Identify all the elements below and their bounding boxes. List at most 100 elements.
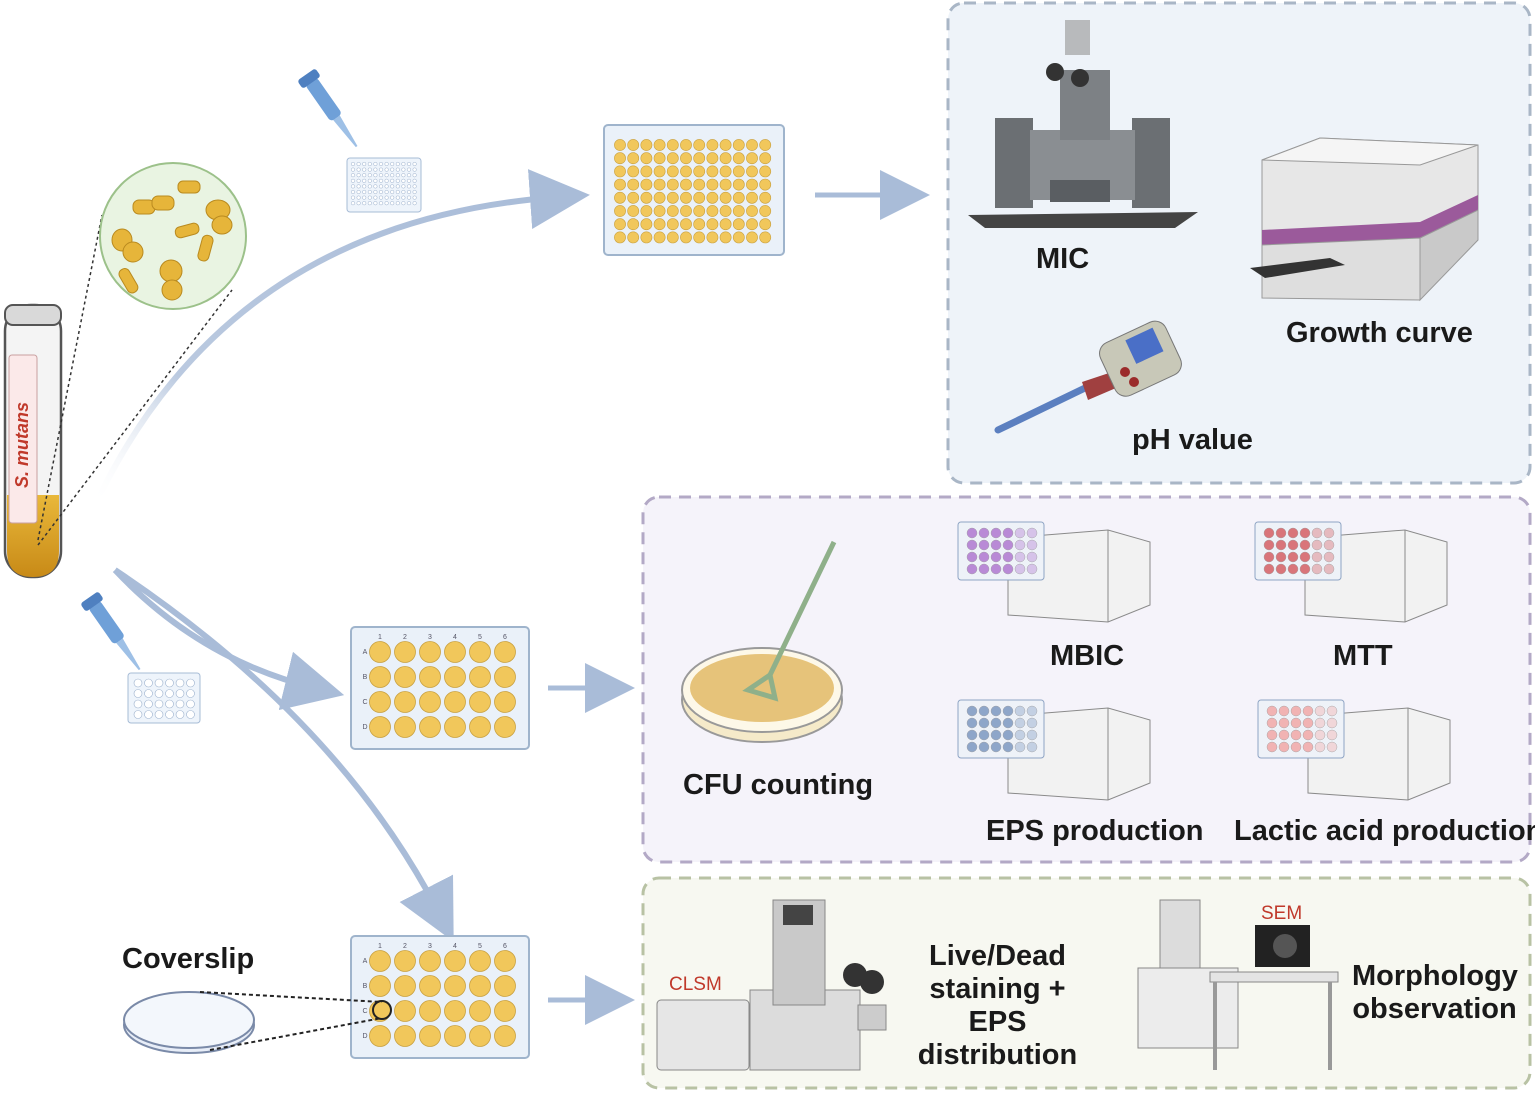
col-number: 4 xyxy=(453,634,457,641)
tube-label-card xyxy=(8,354,38,524)
row-letter: C xyxy=(362,1008,367,1015)
mbic-plate-reader-icon xyxy=(957,521,1151,623)
well xyxy=(759,178,772,191)
well xyxy=(627,152,640,165)
well xyxy=(732,231,745,244)
well xyxy=(469,691,491,713)
well xyxy=(746,178,758,191)
col-number: 2 xyxy=(403,634,407,641)
row-letter: B xyxy=(363,674,368,681)
well xyxy=(640,165,653,178)
well xyxy=(394,1025,416,1047)
well xyxy=(369,950,391,972)
well xyxy=(746,231,758,244)
well xyxy=(640,191,653,204)
label-cfu-counting: CFU counting xyxy=(683,769,874,801)
small-96-plate-icon xyxy=(346,157,422,213)
well xyxy=(369,641,391,663)
well xyxy=(759,165,772,178)
col-number: 2 xyxy=(403,943,407,950)
well xyxy=(653,191,666,204)
well xyxy=(419,1000,441,1022)
sem-microscope-icon xyxy=(1137,899,1339,1070)
well xyxy=(419,975,441,997)
well xyxy=(627,231,640,244)
well xyxy=(759,205,772,217)
well xyxy=(469,1000,491,1022)
well xyxy=(719,139,732,151)
well xyxy=(719,165,732,178)
well xyxy=(444,716,466,738)
mtt-plate-reader-icon xyxy=(1254,521,1448,623)
well xyxy=(732,191,745,204)
eps-plate-reader-icon xyxy=(957,699,1151,801)
well xyxy=(653,152,666,165)
well xyxy=(494,666,516,688)
well xyxy=(719,231,732,244)
coverslip-icon xyxy=(123,991,392,1054)
well xyxy=(746,139,758,151)
label-mtt: MTT xyxy=(1333,640,1393,672)
label-coverslip: Coverslip xyxy=(122,943,255,975)
well xyxy=(680,165,692,178)
well xyxy=(693,231,706,244)
col-number: 5 xyxy=(478,634,482,641)
well xyxy=(732,205,745,217)
well xyxy=(419,1025,441,1047)
well xyxy=(653,178,666,191)
pipette-icon xyxy=(81,592,141,671)
well xyxy=(394,691,416,713)
well xyxy=(706,191,719,204)
well xyxy=(419,716,441,738)
well xyxy=(627,178,640,191)
well xyxy=(653,218,666,231)
col-number: 1 xyxy=(378,943,382,950)
well xyxy=(444,691,466,713)
col-number: 4 xyxy=(453,943,457,950)
well xyxy=(369,1025,391,1047)
well xyxy=(706,178,719,191)
well xyxy=(719,152,732,165)
well xyxy=(494,1000,516,1022)
well xyxy=(666,218,679,231)
well xyxy=(706,231,719,244)
well xyxy=(444,666,466,688)
well xyxy=(653,205,666,217)
col-number: 6 xyxy=(503,634,507,641)
well xyxy=(419,691,441,713)
well xyxy=(666,139,679,151)
label-mic: MIC xyxy=(1036,243,1090,275)
well xyxy=(394,975,416,997)
well xyxy=(732,165,745,178)
well xyxy=(693,165,706,178)
well xyxy=(693,139,706,151)
row-letter: C xyxy=(362,699,367,706)
label-ph-value: pH value xyxy=(1132,424,1253,456)
well xyxy=(759,191,772,204)
pipette-icon xyxy=(298,69,358,148)
well xyxy=(469,716,491,738)
well xyxy=(419,641,441,663)
well xyxy=(419,950,441,972)
well xyxy=(719,191,732,204)
well xyxy=(666,191,679,204)
row-letter: A xyxy=(363,649,368,656)
well xyxy=(746,205,758,217)
label-sem: SEM xyxy=(1261,903,1303,924)
well xyxy=(706,139,719,151)
well xyxy=(640,205,653,217)
row-letter: D xyxy=(362,724,367,731)
well xyxy=(732,152,745,165)
well xyxy=(693,178,706,191)
label-lactic-acid-production: Lactic acid production xyxy=(1234,815,1535,847)
well xyxy=(394,1000,416,1022)
well xyxy=(494,1025,516,1047)
well xyxy=(640,152,653,165)
well xyxy=(640,139,653,151)
well xyxy=(444,950,466,972)
test-tube: S. mutans xyxy=(3,303,63,579)
well xyxy=(732,178,745,191)
col-number: 3 xyxy=(428,943,432,950)
